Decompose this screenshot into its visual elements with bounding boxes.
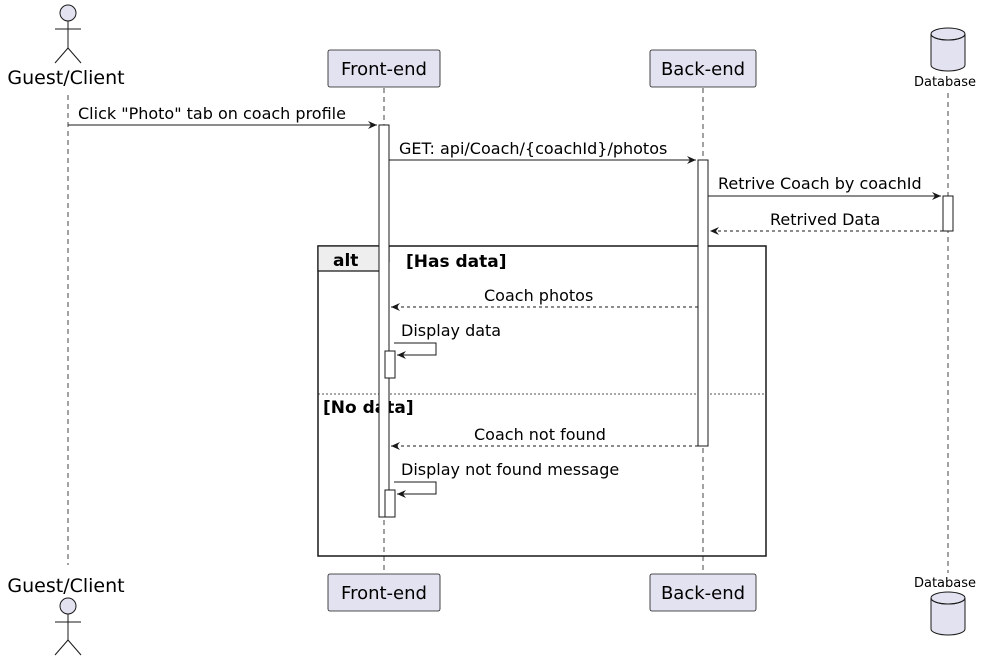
participant-box xyxy=(649,49,757,88)
message-coach-photos: Coach photos xyxy=(391,286,698,311)
activation-frontend xyxy=(378,124,390,518)
message-retrieved-data: Retrived Data xyxy=(710,210,943,235)
participant-label: Front-end xyxy=(341,583,427,604)
alt-fragment: alt [Has data] [No data] xyxy=(317,245,767,557)
participant-label: Guest/Client xyxy=(7,67,124,89)
actor-icon xyxy=(54,4,82,64)
activation-frontend-display-data xyxy=(384,350,396,379)
participant-label: Back-end xyxy=(661,59,745,80)
participant-label: Guest/Client xyxy=(7,575,124,597)
participant-box xyxy=(327,49,441,88)
message-label: Retrived Data xyxy=(770,210,880,229)
message-display-not-found: Display not found message xyxy=(394,460,619,498)
activation-backend xyxy=(697,159,709,447)
message-label: Coach photos xyxy=(484,286,593,305)
actor-icon xyxy=(54,597,82,656)
message-label: Display not found message xyxy=(401,460,619,479)
participant-label: Database xyxy=(914,576,976,591)
participant-box xyxy=(649,573,757,612)
activation-frontend-display-not-found xyxy=(384,489,396,518)
message-coach-not-found: Coach not found xyxy=(391,425,698,450)
message-arrow xyxy=(394,342,437,359)
database-icon xyxy=(930,27,966,72)
participant-frontend-top: Front-end xyxy=(327,49,441,88)
message-label: Retrive Coach by coachId xyxy=(718,174,922,193)
message-retrieve-coach: Retrive Coach by coachId xyxy=(708,174,941,200)
participant-frontend-bottom: Front-end xyxy=(327,573,441,612)
participant-label: Database xyxy=(914,75,976,90)
database-icon xyxy=(930,591,966,636)
activation-database xyxy=(942,195,954,232)
alt-fragment-frame xyxy=(317,245,767,557)
message-get-photos: GET: api/Coach/{coachId}/photos xyxy=(389,139,696,164)
message-label: Coach not found xyxy=(474,425,606,444)
message-display-data: Display data xyxy=(394,321,501,359)
participant-backend-top: Back-end xyxy=(649,49,757,88)
alt-keyword: alt xyxy=(333,251,358,271)
message-label: Click "Photo" tab on coach profile xyxy=(78,104,346,123)
participant-database-bottom: Database xyxy=(914,576,976,636)
participant-guest-top: Guest/Client xyxy=(7,4,125,89)
message-click-photo-tab: Click "Photo" tab on coach profile xyxy=(68,104,377,129)
participant-label: Back-end xyxy=(661,583,745,604)
participant-box xyxy=(327,573,441,612)
participant-guest-bottom: Guest/Client xyxy=(7,575,125,656)
participant-label: Front-end xyxy=(341,59,427,80)
message-label: GET: api/Coach/{coachId}/photos xyxy=(399,139,667,158)
guard-has-data: [Has data] xyxy=(406,252,507,272)
participant-backend-bottom: Back-end xyxy=(649,573,757,612)
guard-no-data: [No data] xyxy=(323,398,414,418)
participant-database-top: Database xyxy=(914,27,976,90)
message-label: Display data xyxy=(401,321,501,340)
message-arrow xyxy=(394,481,437,498)
